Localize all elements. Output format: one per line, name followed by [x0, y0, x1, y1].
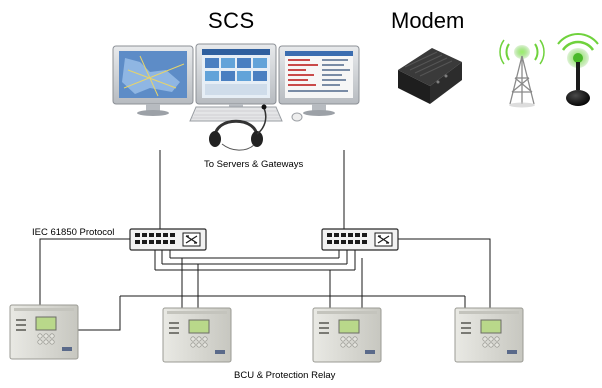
relay-3: [312, 307, 382, 363]
cable-relay1-b: [75, 296, 121, 331]
antenna-tower-icon: [499, 39, 545, 108]
monitor-center: [195, 43, 277, 116]
monitor-left: [112, 45, 194, 116]
cable-switch1-relay1: [39, 238, 130, 305]
headset-icon: [209, 104, 267, 151]
servers-gateways-label: To Servers & Gateways: [204, 159, 304, 170]
modem-label: Modem: [391, 8, 465, 33]
mouse-icon: [291, 112, 303, 122]
cable-switch2-relay4: [398, 238, 491, 308]
keyboard-icon: [189, 106, 283, 122]
network-switch-right: [321, 228, 399, 251]
network-cabling: [39, 150, 491, 331]
scs-workstation: [112, 43, 360, 151]
relay-device-icon: [312, 307, 382, 363]
relays-label: BCU & Protection Relay: [234, 370, 336, 381]
relay-2: [162, 307, 232, 363]
relay-device-icon: [454, 307, 524, 363]
modem-icon: [398, 48, 462, 104]
relay-device-icon: [9, 304, 79, 360]
joystick-icon: [557, 33, 599, 106]
relay-4: [454, 307, 524, 363]
relay-device-icon: [162, 307, 232, 363]
relay-1: [9, 304, 79, 360]
scs-label: SCS: [208, 8, 255, 33]
monitor-right: [278, 45, 360, 116]
network-switch-left: [129, 228, 207, 251]
protocol-label: IEC 61850 Protocol: [32, 227, 115, 238]
